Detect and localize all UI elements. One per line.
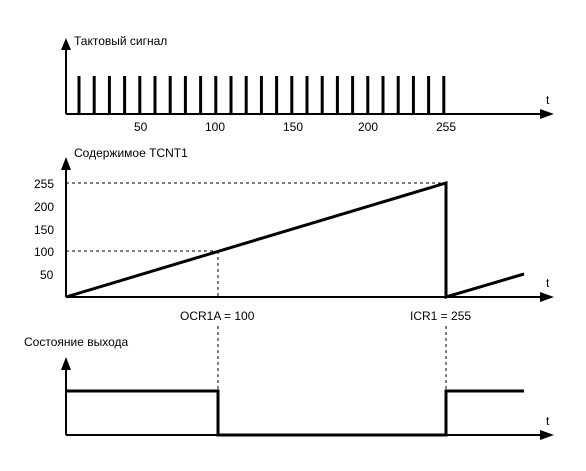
counter-y-label: 50 (40, 268, 54, 282)
output-x-axis-arrow (540, 430, 554, 440)
clock-tick-label: 150 (283, 120, 303, 134)
output-title: Состояние выхода (24, 335, 128, 349)
counter-title: Содержимое TCNT1 (74, 146, 188, 160)
clock-y-axis-arrow (61, 38, 71, 50)
output-waveform (66, 389, 524, 437)
output-y-axis-arrow (61, 357, 71, 370)
counter-panel: Содержимое TCNT1 t 255 200 150 100 50 OC… (34, 146, 554, 323)
counter-y-label: 200 (34, 200, 54, 214)
counter-ramp (65, 180, 525, 300)
counter-y-label: 150 (34, 223, 54, 237)
clock-axis-label: t (546, 93, 550, 107)
clock-tick-label: 255 (436, 120, 456, 134)
counter-x-axis-arrow (540, 292, 554, 302)
counter-y-label: 100 (34, 245, 54, 259)
clock-title: Тактовый сигнал (74, 34, 167, 48)
counter-y-label: 255 (34, 177, 54, 191)
output-panel: Состояние выхода t (24, 335, 554, 440)
counter-y-axis-arrow (61, 157, 71, 170)
clock-x-axis-arrow (540, 109, 554, 119)
ocr1a-label: OCR1A = 100 (180, 309, 255, 323)
output-axis-label: t (546, 414, 550, 428)
icr1-label: ICR1 = 255 (410, 309, 471, 323)
clock-pulses (77, 76, 446, 114)
clock-tick-label: 200 (358, 120, 378, 134)
clock-tick-label: 50 (134, 120, 148, 134)
clock-tick-label: 100 (205, 120, 225, 134)
counter-axis-label: t (546, 276, 550, 290)
clock-panel: Тактовый сигнал t 50 100 150 200 255 (61, 34, 554, 134)
